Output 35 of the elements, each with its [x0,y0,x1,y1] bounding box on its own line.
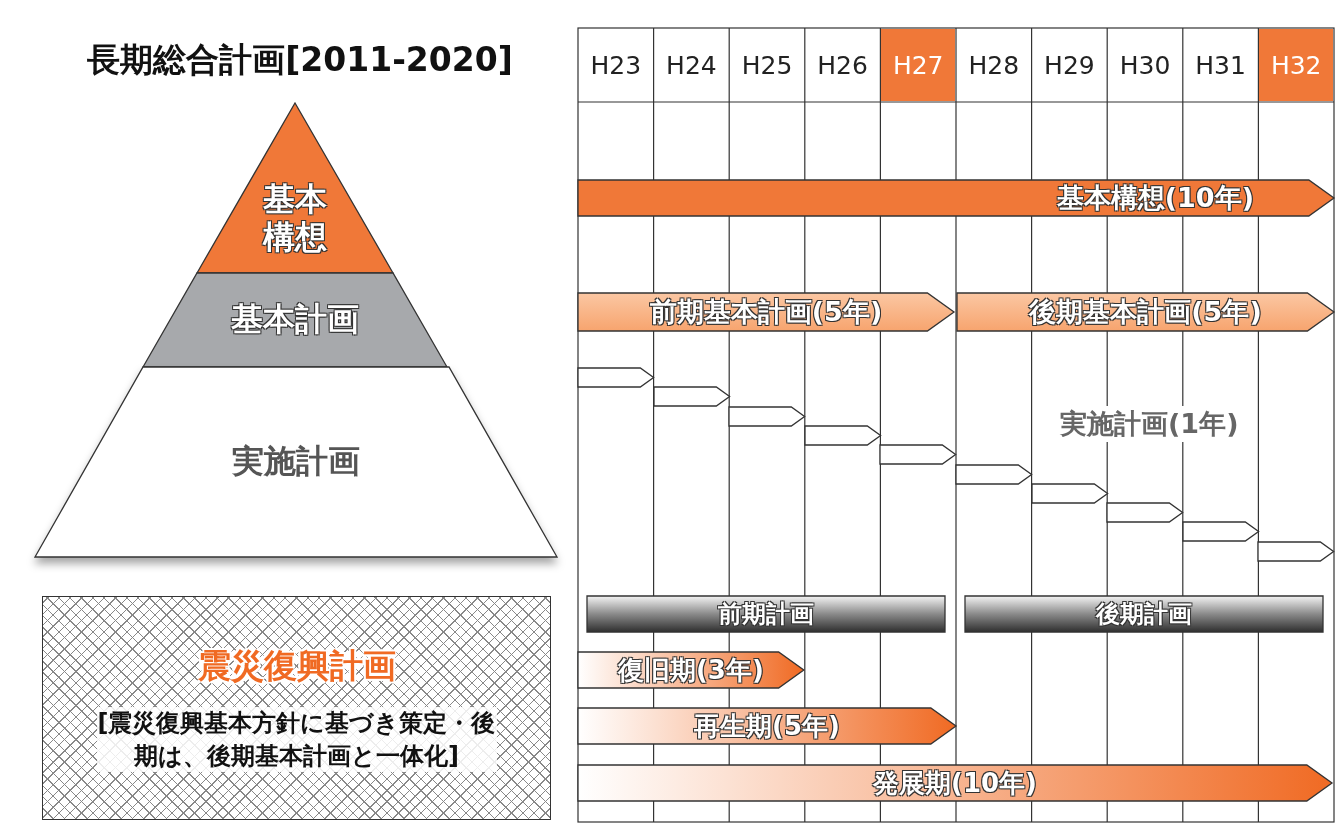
period-arrow-bar: 発展期(10年) [578,765,1332,801]
diagram-title: 長期総合計画[2011-2020] [86,39,514,81]
panel-note: [震災復興基本方針に基づき策定・後期は、後期基本計画と一体化] [96,707,497,772]
year-header-cell-text: H28 [967,49,1021,82]
period-arrow-bar: 前期基本計画(5年) [578,293,954,331]
period-arrow-bar: 後期基本計画(5年) [957,293,1334,331]
period-arrow-bar: 再生期(5年) [578,708,956,744]
year-header-cell-text: H30 [1118,49,1172,82]
phase-bar: 前期計画 [587,596,945,632]
annual-plan-bar [1107,503,1183,523]
year-header-cell: H27 [881,29,955,101]
year-header-cell-text: H29 [1043,49,1096,82]
pyramid-base-band: 実施計画 [35,367,557,557]
period-arrow-bar: 基本構想(10年) [578,180,1334,216]
year-header-cell-text: H23 [589,49,643,82]
annual-plan-bar [880,445,956,465]
annual-plan-bar [578,368,654,387]
annual-plan-bar [804,425,881,445]
annual-plan-bar [1182,522,1259,542]
annual-plan-bar [653,387,730,407]
year-header-cell: H32 [1259,29,1333,101]
annual-plan-bar [1031,483,1108,503]
panel-heading: 震災復興計画 [197,645,396,688]
period-arrow-bar: 復旧期(3年) [578,652,804,688]
year-header-cell-text: H24 [665,49,718,82]
phase-bar: 後期計画 [965,596,1323,632]
annual-plan-bar [956,464,1032,484]
year-header-cell-text: H31 [1194,49,1247,82]
year-header-cell-text: H25 [740,49,794,82]
year-header-cell-text: H26 [816,49,869,82]
pyramid-top-band: 基本構想 [197,103,393,273]
pyramid-middle-band: 基本計画 [143,273,447,367]
hatched-panel [42,596,551,820]
annual-plan-bar [729,406,805,426]
annual-plan-bar [1258,541,1334,561]
